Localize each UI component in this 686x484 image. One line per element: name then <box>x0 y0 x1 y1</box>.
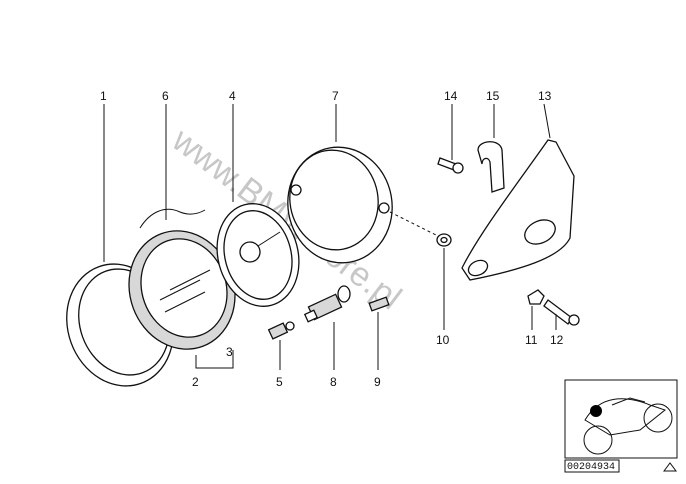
diagram-code-box <box>564 459 620 473</box>
callout-11: 11 <box>525 333 538 347</box>
motorcycle-inset <box>564 379 678 459</box>
diagram-code: 00204934 <box>567 462 615 473</box>
part-5-bulb <box>267 321 295 340</box>
part-6-clip <box>139 208 206 229</box>
part-15-clamp <box>477 141 505 193</box>
callout-8: 8 <box>330 375 337 389</box>
callout-1: 1 <box>100 89 107 103</box>
part-8-bulb <box>303 285 351 323</box>
part-7-housing <box>287 146 393 264</box>
part-4-ring <box>216 203 300 307</box>
callout-14: 14 <box>444 89 458 103</box>
callout-15: 15 <box>486 89 500 103</box>
part-13-bracket <box>461 139 575 281</box>
callout-3: 3 <box>226 345 233 359</box>
callout-7: 7 <box>332 89 339 103</box>
leader-lines <box>103 103 557 370</box>
callout-6: 6 <box>162 89 169 103</box>
triangle-icon <box>663 462 677 472</box>
callout-13: 13 <box>538 89 552 103</box>
callout-12: 12 <box>550 333 564 347</box>
callout-9: 9 <box>374 375 381 389</box>
callout-10: 10 <box>436 333 450 347</box>
callout-4: 4 <box>229 89 236 103</box>
headlight-location-marker <box>590 405 602 417</box>
part-10-washer <box>436 233 452 247</box>
callout-2: 2 <box>192 375 199 389</box>
part-12-bolt <box>543 299 580 326</box>
part-9-bulb <box>368 296 390 312</box>
part-14-screw <box>437 157 464 174</box>
part-11-nut <box>527 289 545 305</box>
callout-5: 5 <box>276 375 283 389</box>
